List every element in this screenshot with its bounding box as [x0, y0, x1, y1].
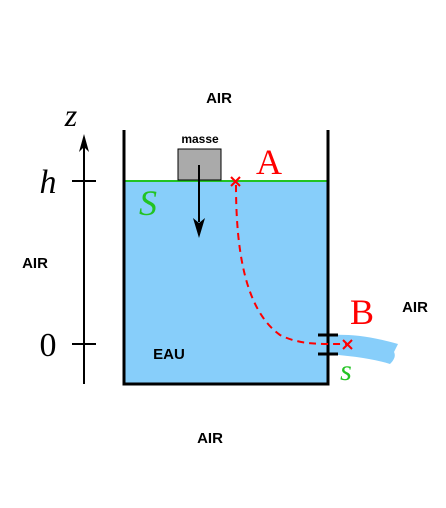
air-label-top: AIR [206, 90, 232, 107]
surface-small-label: s [340, 354, 352, 387]
air-label-left: AIR [22, 255, 48, 272]
point-b-marker [342, 339, 353, 350]
axis-z-label: z [64, 97, 78, 133]
water-label: EAU [153, 346, 185, 363]
point-a-label: A [256, 142, 282, 182]
tank-outline [122, 130, 330, 386]
water-jet [328, 334, 398, 364]
force-arrow-head [193, 218, 205, 238]
point-b-label: B [350, 292, 374, 332]
surface-big-label: S [139, 183, 157, 223]
air-label-bottom: AIR [197, 430, 223, 447]
z-axis-arrowhead [79, 134, 89, 152]
point-a-marker [230, 176, 241, 187]
air-label-right: AIR [402, 299, 428, 316]
water-body [124, 181, 328, 384]
level-zero-label: 0 [40, 327, 57, 364]
streamline-dashed [235, 184, 347, 346]
level-h-label: h [40, 164, 57, 201]
mass-label: masse [181, 132, 219, 146]
